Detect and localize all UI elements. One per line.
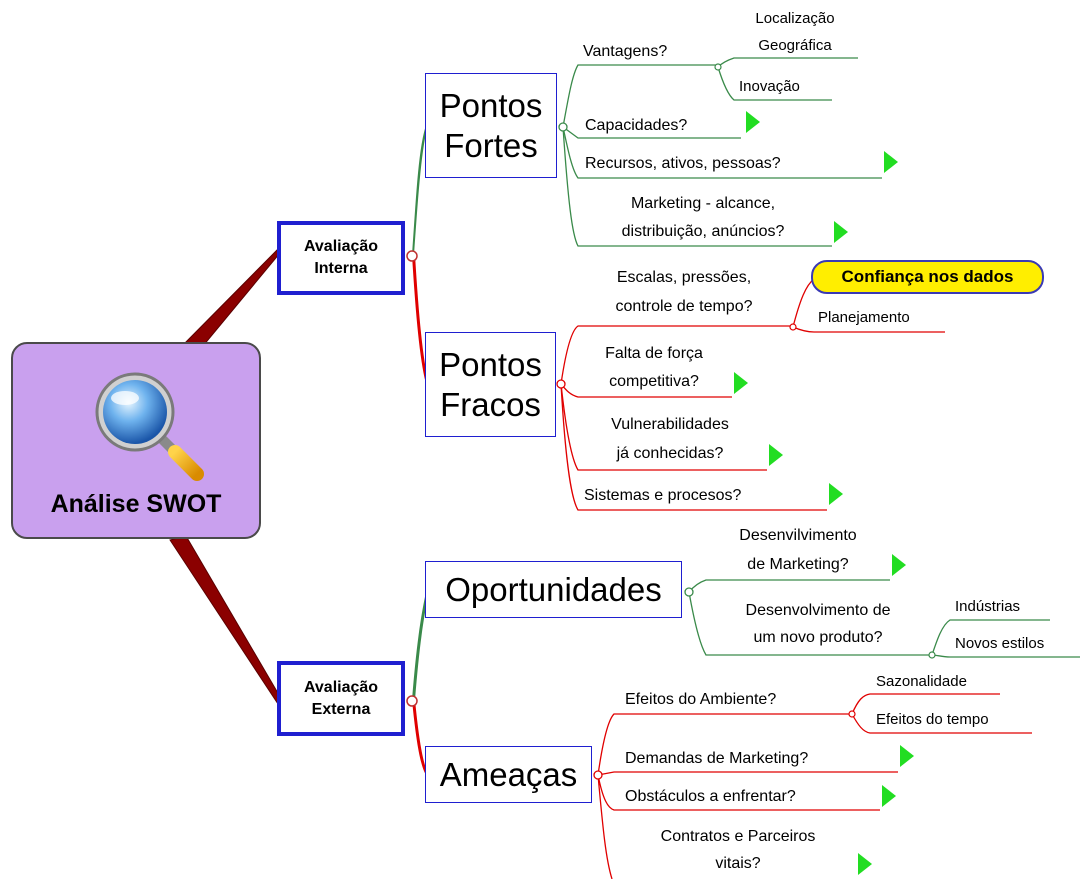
topic-sistemas[interactable]: Sistemas e procesos? (584, 487, 742, 504)
topic-demandas[interactable]: Demandas de Marketing? (625, 750, 809, 767)
topic-falta-line1[interactable]: Falta de força (605, 345, 703, 362)
connector-localizacao (717, 57, 858, 68)
connector-novos-estilos (931, 654, 1080, 658)
topic-novos-estilos[interactable]: Novos estilos (955, 635, 1045, 652)
connector-capacidades (562, 126, 741, 139)
node-handle-fortes (558, 122, 568, 132)
branch-interna-fortes (412, 125, 428, 255)
expand-arrow-icon[interactable] (884, 151, 898, 173)
topic-efeitos-ambiente[interactable]: Efeitos do Ambiente? (625, 691, 777, 708)
expand-arrow-icon[interactable] (834, 221, 848, 243)
branch-externa-oportunidades (412, 592, 429, 700)
connector-efeitos-tempo (851, 713, 1032, 734)
branch-root-externa (169, 535, 283, 705)
node-oportunidades[interactable]: Oportunidades (425, 561, 682, 618)
topic-inovacao[interactable]: Inovação (739, 78, 800, 95)
node-pontos-fortes[interactable]: Pontos Fortes (425, 73, 557, 178)
callout-confianca-nos-dados[interactable]: Confiança nos dados (811, 260, 1044, 294)
root-node[interactable]: Análise SWOT (11, 342, 261, 539)
topic-contratos-line2[interactable]: vitais? (715, 855, 761, 872)
expand-arrow-icon[interactable] (829, 483, 843, 505)
topic-desenv-mkt-line1[interactable]: Desenvilvimento (739, 527, 857, 544)
topic-escalas-line2[interactable]: controle de tempo? (615, 298, 753, 315)
connector-efeitos-ambiente (597, 713, 852, 776)
topic-vulnerabilidades-line1[interactable]: Vulnerabilidades (611, 416, 729, 433)
branch-externa-ameacas (412, 700, 429, 775)
node-handle-oportunidades (684, 587, 694, 597)
topic-sazonalidade[interactable]: Sazonalidade (876, 673, 967, 690)
topic-recursos[interactable]: Recursos, ativos, pessoas? (585, 155, 781, 172)
expand-arrow-icon[interactable] (882, 785, 896, 807)
topic-planejamento[interactable]: Planejamento (818, 309, 910, 326)
topic-localizacao-line1[interactable]: Localização (755, 10, 835, 27)
node-oportunidades-label: Oportunidades (445, 570, 662, 608)
connector-demandas (597, 771, 898, 776)
expand-arrow-icon[interactable] (900, 745, 914, 767)
topic-falta-line2[interactable]: competitiva? (609, 373, 699, 390)
node-handle-ameacas (593, 770, 603, 780)
expand-arrow-icon[interactable] (734, 372, 748, 394)
topic-desenv-mkt-line2[interactable]: de Marketing? (747, 556, 849, 573)
topic-industrias[interactable]: Indústrias (955, 598, 1021, 615)
connector-desenv-prod (688, 591, 932, 656)
node-handle-externa (406, 695, 418, 707)
connector-inovacao (717, 66, 832, 101)
node-pontos-fracos-label: Pontos Fracos (439, 345, 542, 423)
node-handle-fracos (556, 379, 566, 389)
connector-contratos (597, 774, 613, 879)
connector-obstaculos (597, 774, 880, 811)
root-title: Análise SWOT (50, 490, 222, 518)
node-avaliacao-externa-label: Avaliação Externa (303, 678, 379, 718)
connector-desenv-mkt (688, 579, 890, 593)
node-ameacas-label: Ameaças (439, 755, 578, 793)
node-handle-desenv-prod (928, 651, 936, 659)
node-avaliacao-externa[interactable]: Avaliação Externa (277, 661, 405, 736)
node-pontos-fortes-label: Pontos Fortes (439, 86, 543, 164)
topic-escalas-line1[interactable]: Escalas, pressões, (616, 269, 752, 286)
expand-arrow-icon[interactable] (769, 444, 783, 466)
branch-interna-fracos (412, 255, 429, 384)
connector-recursos (562, 126, 882, 179)
topic-localizacao-line2[interactable]: Geográfica (758, 37, 832, 54)
callout-confianca-label: Confiança nos dados (841, 267, 1014, 286)
connector-industrias (931, 619, 1050, 656)
connector-marketing (562, 126, 832, 247)
topic-efeitos-tempo[interactable]: Efeitos do tempo (876, 711, 989, 728)
connector-sistemas (560, 383, 827, 511)
node-ameacas[interactable]: Ameaças (425, 746, 592, 803)
connector-escalas (560, 325, 792, 385)
topic-desenv-prod-line2[interactable]: um novo produto? (753, 629, 883, 646)
node-avaliacao-interna[interactable]: Avaliação Interna (277, 221, 405, 295)
topic-marketing-line2[interactable]: distribuição, anúncios? (621, 223, 785, 240)
magnifier-icon (95, 372, 204, 481)
expand-arrow-icon[interactable] (746, 111, 760, 133)
topic-capacidades[interactable]: Capacidades? (585, 117, 688, 134)
topic-marketing-line1[interactable]: Marketing - alcance, (630, 195, 776, 212)
topic-vulnerabilidades-line2[interactable]: já conhecidas? (616, 445, 724, 462)
connector-vulnerabilidades (560, 383, 767, 471)
node-pontos-fracos[interactable]: Pontos Fracos (425, 332, 556, 437)
branch-root-interna (182, 248, 281, 353)
expand-arrow-icon[interactable] (858, 853, 872, 875)
node-handle-efeitos (848, 710, 856, 718)
connector-sazonalidade (851, 693, 1000, 715)
topic-desenv-prod-line1[interactable]: Desenvolvimento de (745, 602, 891, 619)
connector-confianca (792, 278, 815, 328)
node-handle-escalas (789, 323, 797, 331)
node-avaliacao-interna-label: Avaliação Interna (303, 238, 379, 277)
node-handle-interna (406, 250, 418, 262)
topic-obstaculos[interactable]: Obstáculos a enfrentar? (625, 788, 796, 805)
connector-vantagens (562, 64, 718, 128)
node-handle-vantagens (714, 63, 722, 71)
topic-vantagens[interactable]: Vantagens? (583, 43, 668, 60)
topic-contratos-line1[interactable]: Contratos e Parceiros (660, 828, 816, 845)
expand-arrow-icon[interactable] (892, 554, 906, 576)
